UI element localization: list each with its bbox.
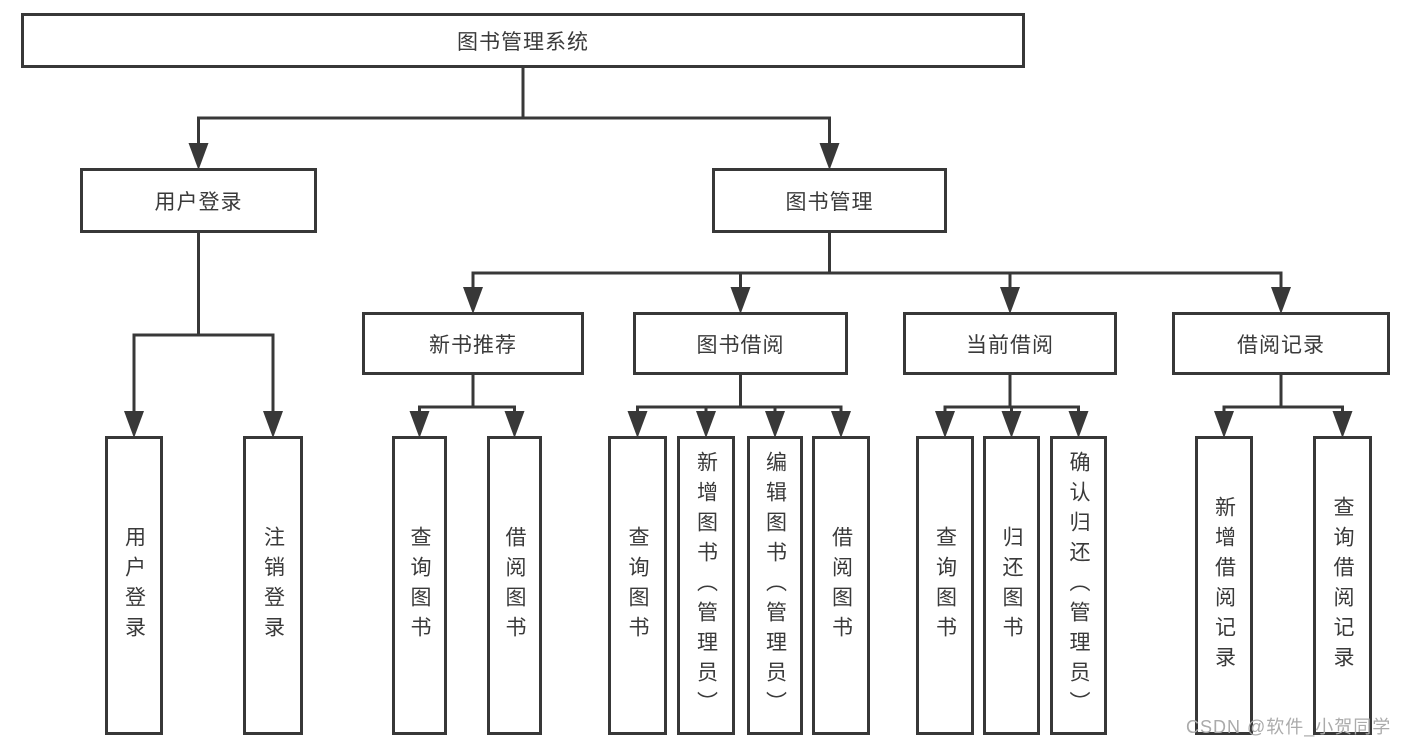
node-book-mgmt: 图书管理 — [712, 168, 947, 233]
node-label: 注销登录 — [261, 525, 285, 646]
node-user-login: 用户登录 — [105, 436, 163, 735]
node-label: 借阅图书 — [829, 525, 853, 646]
node-label: 用户登录 — [154, 190, 243, 214]
node-new-book-rec: 新书推荐 — [362, 312, 584, 375]
arrowhead-icon — [124, 411, 144, 438]
arrowhead-icon — [935, 411, 955, 438]
node-label: 编辑图书（管理员） — [763, 450, 787, 721]
node-current-borrow: 当前借阅 — [903, 312, 1117, 375]
arrowhead-icon — [1000, 287, 1020, 314]
node-label: 确认归还（管理员） — [1067, 450, 1090, 721]
node-add-borrow-record: 新增借阅记录 — [1195, 436, 1253, 735]
node-label: 借阅记录 — [1237, 333, 1325, 357]
node-query-books-current: 查询图书 — [916, 436, 974, 735]
node-edit-book-admin: 编辑图书（管理员） — [747, 436, 803, 735]
arrowhead-icon — [188, 143, 209, 170]
node-label: 查询图书 — [408, 525, 431, 646]
node-label: 新增借阅记录 — [1212, 495, 1236, 676]
node-confirm-return-admin: 确认归还（管理员） — [1050, 436, 1107, 735]
arrowhead-icon — [730, 287, 751, 314]
node-label: 图书借阅 — [696, 333, 785, 357]
watermark: CSDN @软件_小贺同学 — [1186, 717, 1392, 737]
node-book-borrow: 图书借阅 — [633, 312, 848, 375]
node-query-borrow-record: 查询借阅记录 — [1313, 436, 1372, 735]
arrowhead-icon — [1332, 411, 1353, 438]
arrowhead-icon — [1001, 411, 1022, 438]
node-query-books-rec: 查询图书 — [392, 436, 447, 735]
arrowhead-icon — [504, 411, 525, 438]
node-user-login-group: 用户登录 — [80, 168, 317, 233]
node-borrow-books-rec: 借阅图书 — [487, 436, 542, 735]
arrowhead-icon — [819, 143, 840, 170]
arrowhead-icon — [463, 287, 483, 314]
arrowhead-icon — [263, 411, 283, 438]
node-borrow-records: 借阅记录 — [1172, 312, 1390, 375]
node-label: 查询图书 — [626, 525, 649, 646]
arrowhead-icon — [1214, 411, 1234, 438]
node-label: 新增图书（管理员） — [694, 450, 718, 721]
node-logout: 注销登录 — [243, 436, 303, 735]
arrowhead-icon — [409, 411, 430, 438]
node-label: 查询借阅记录 — [1331, 495, 1354, 676]
arrowhead-icon — [831, 411, 851, 438]
node-root: 图书管理系统 — [21, 13, 1025, 68]
node-label: 用户登录 — [122, 525, 146, 646]
node-label: 图书管理系统 — [457, 30, 589, 54]
node-return-book: 归还图书 — [983, 436, 1040, 735]
node-borrow-books-borrow: 借阅图书 — [812, 436, 870, 735]
node-label: 归还图书 — [1000, 525, 1023, 646]
node-label: 图书管理 — [785, 190, 874, 214]
arrowhead-icon — [627, 411, 648, 438]
arrowhead-icon — [696, 411, 716, 438]
node-label: 查询图书 — [933, 525, 957, 646]
node-label: 当前借阅 — [966, 333, 1054, 357]
arrowhead-icon — [1068, 411, 1089, 438]
node-label: 借阅图书 — [503, 525, 526, 646]
node-add-book-admin: 新增图书（管理员） — [677, 436, 735, 735]
node-label: 新书推荐 — [429, 333, 517, 357]
arrowhead-icon — [765, 411, 785, 438]
arrowhead-icon — [1271, 287, 1291, 314]
node-query-books-borrow: 查询图书 — [608, 436, 667, 735]
